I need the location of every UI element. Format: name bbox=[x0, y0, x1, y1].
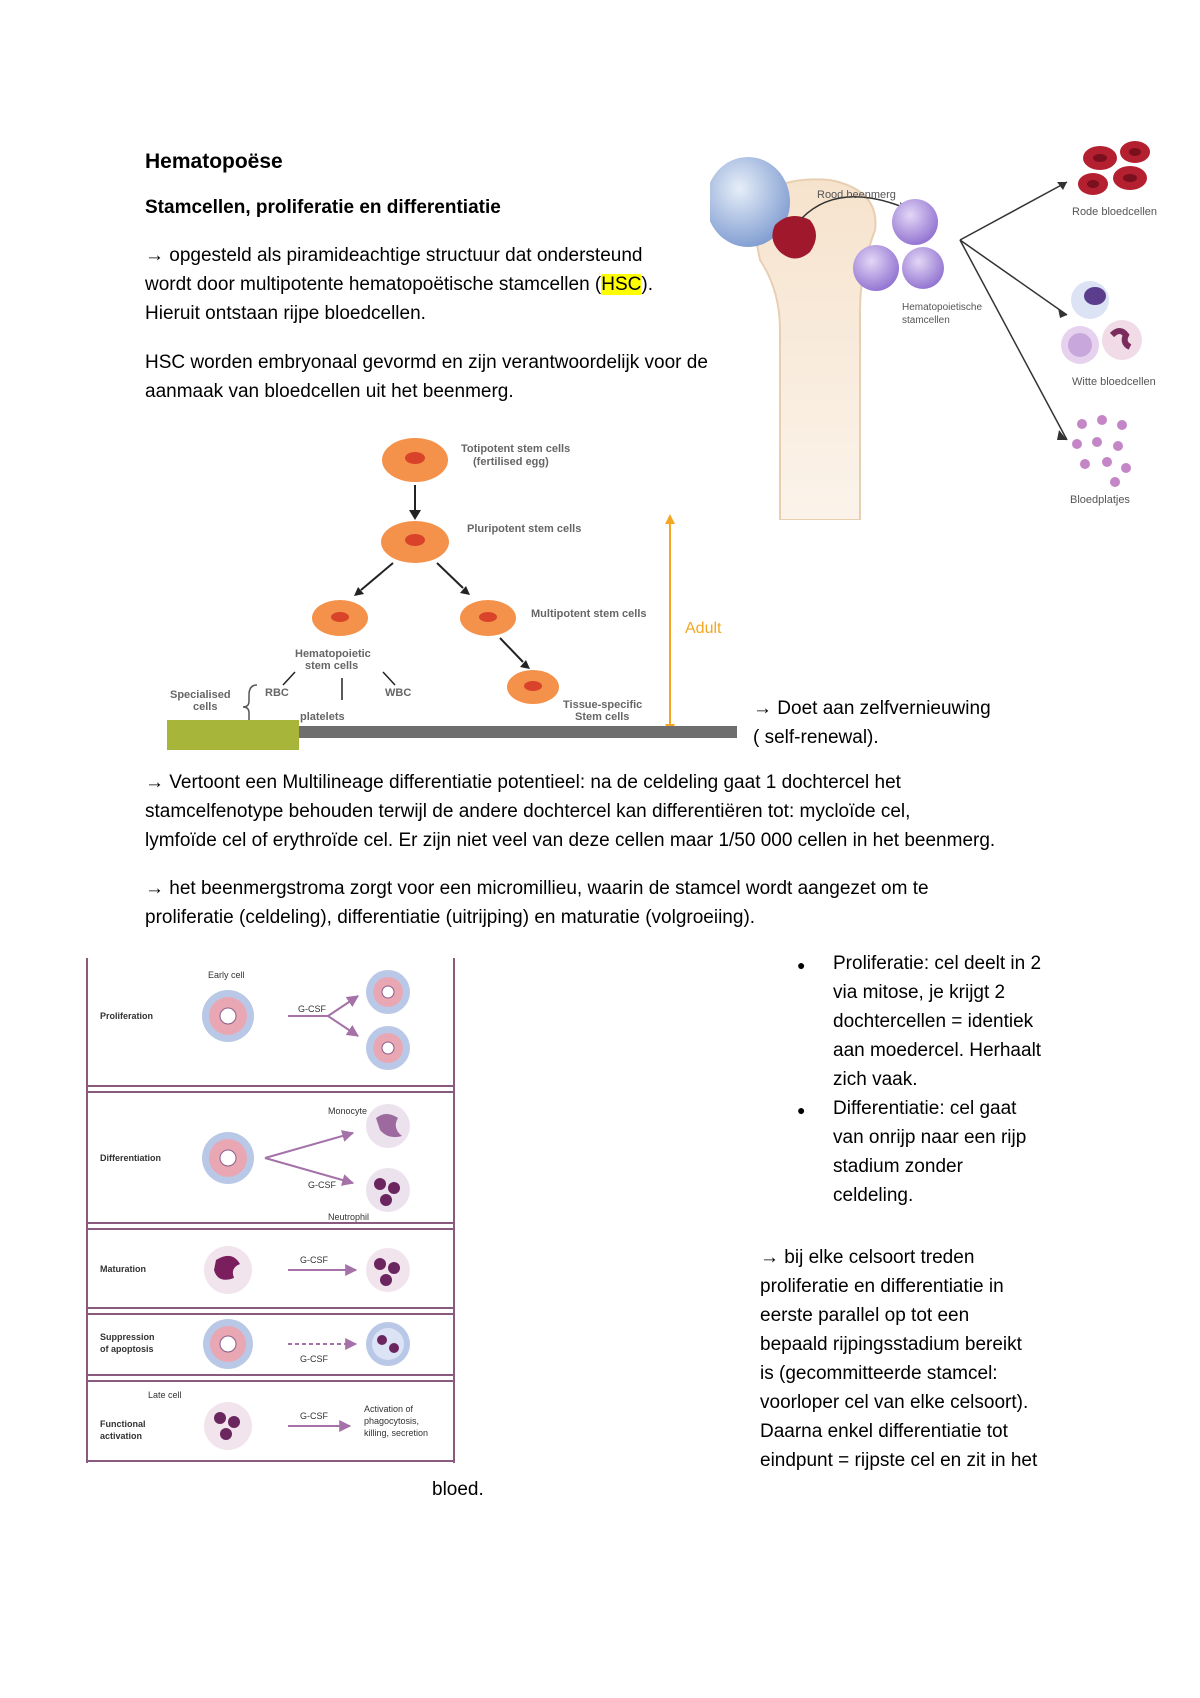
paragraph-5-line-2: proliferatie (celdeling), differentiatie… bbox=[145, 907, 756, 928]
paragraph-6-line-6: voorloper cel van elke celsoort). bbox=[760, 1392, 1029, 1413]
gcsf-figure: Proliferation Early cell G-CSF Different… bbox=[88, 970, 453, 1462]
bullet-1-line-1: Proliferatie: cel deelt in 2 bbox=[833, 953, 1042, 974]
platelets-label: Bloedplatjes bbox=[1070, 494, 1130, 506]
bone-head bbox=[710, 157, 790, 247]
marrow-label: Rood beenmerg bbox=[817, 189, 896, 201]
gcsf-label: G-CSF bbox=[300, 1255, 329, 1265]
row-label-maturation: Maturation bbox=[100, 1264, 146, 1274]
bone-marrow-figure: Rood beenmerg Hematopoietische stamcelle… bbox=[710, 141, 1157, 520]
tissue-label-2: Stem cells bbox=[575, 711, 629, 723]
arrow-icon: → bbox=[760, 1247, 779, 1268]
bullet-dot: ● bbox=[797, 1102, 806, 1118]
paragraph-6-line-1: → bij elke celsoort treden bbox=[760, 1247, 975, 1268]
gcsf-label: G-CSF bbox=[300, 1354, 329, 1364]
hsc-cell bbox=[892, 199, 938, 245]
stem-cell-pyramid-figure: Totipotent stem cells (fertilised egg) P… bbox=[167, 438, 737, 750]
hsc-highlight: HSC bbox=[601, 274, 642, 295]
rbc-label: RBC bbox=[265, 687, 289, 699]
paragraph-5-line-1: → het beenmergstroma zorgt voor een micr… bbox=[145, 878, 929, 899]
paragraph-2-line-1: HSC worden embryonaal gevormd en zijn ve… bbox=[145, 352, 708, 373]
gcsf-label: G-CSF bbox=[298, 1004, 327, 1014]
platelets bbox=[1072, 415, 1131, 487]
paragraph-1-line-2: wordt door multipotente hematopoëtische … bbox=[145, 274, 653, 295]
arrow-icon: → bbox=[145, 245, 164, 266]
gcsf-figure-frame bbox=[86, 958, 455, 1463]
green-bar bbox=[167, 720, 299, 750]
hsc-cell bbox=[902, 247, 944, 289]
white-blood-cells bbox=[1061, 281, 1142, 364]
paragraph-6-line-7: Daarna enkel differentiatie tot bbox=[760, 1421, 1008, 1442]
bullet-dot: ● bbox=[797, 957, 806, 973]
paragraph-2-line-2: aanmaak van bloedcellen uit het beenmerg… bbox=[145, 381, 514, 402]
hematopoietic-label-1: Hematopoietic bbox=[295, 648, 371, 660]
page-title: Hematopoëse bbox=[145, 150, 283, 173]
paragraph-6-line-3: eerste parallel op tot een bbox=[760, 1305, 970, 1326]
activation-label-3: killing, secretion bbox=[364, 1428, 428, 1438]
activation-label-2: phagocytosis, bbox=[364, 1416, 419, 1426]
branch-arrows bbox=[959, 181, 1068, 441]
white-cells-label: Witte bloedcellen bbox=[1072, 376, 1156, 388]
bullet-2-line-4: celdeling. bbox=[833, 1185, 914, 1206]
row-label-proliferation: Proliferation bbox=[100, 1011, 153, 1021]
row-label-functional: Functional bbox=[100, 1419, 146, 1429]
pluripotent-label: Pluripotent stem cells bbox=[467, 523, 581, 535]
row-label-apoptosis: of apoptosis bbox=[100, 1344, 154, 1354]
late-cell-label: Late cell bbox=[148, 1390, 182, 1400]
activation-label-1: Activation of bbox=[364, 1404, 414, 1414]
bullet-2-line-2: van onrijp naar een rijp bbox=[833, 1127, 1027, 1148]
wbc-label: WBC bbox=[385, 687, 411, 699]
bullet-1-line-3: dochtercellen = identiek bbox=[833, 1011, 1034, 1032]
row-label-suppression: Suppression bbox=[100, 1332, 155, 1342]
hematopoietic-label-2: stem cells bbox=[305, 660, 358, 672]
red-cells-label: Rode bloedcellen bbox=[1072, 206, 1157, 218]
red-marrow bbox=[772, 216, 816, 259]
bone-shape bbox=[748, 178, 877, 520]
grey-bar bbox=[299, 726, 737, 738]
arrow-icon: → bbox=[145, 772, 164, 793]
specialised-label-1: Specialised bbox=[170, 689, 231, 701]
paragraph-3-line-2: ( self-renewal). bbox=[753, 727, 879, 748]
bullet-1-line-4: aan moedercel. Herhaalt bbox=[833, 1040, 1042, 1061]
bullet-1-line-5: zich vaak. bbox=[833, 1069, 918, 1090]
platelets-label: platelets bbox=[300, 711, 345, 723]
gcsf-label: G-CSF bbox=[300, 1411, 329, 1421]
paragraph-4-line-2: stamcelfenotype behouden terwijl de ande… bbox=[145, 801, 911, 822]
paragraph-6-line-5: is (gecommitteerde stamcel: bbox=[760, 1363, 998, 1384]
bullet-2-line-3: stadium zonder bbox=[833, 1156, 963, 1177]
paragraph-6-line-2: proliferatie en differentiatie in bbox=[760, 1276, 1004, 1297]
paragraph-1-line-3: Hieruit ontstaan rijpe bloedcellen. bbox=[145, 303, 426, 324]
specialised-label-2: cells bbox=[193, 701, 217, 713]
paragraph-6-line-4: bepaald rijpingsstadium bereikt bbox=[760, 1334, 1022, 1355]
totipotent-label-2: (fertilised egg) bbox=[473, 456, 549, 468]
neutrophil-label: Neutrophil bbox=[328, 1212, 369, 1222]
red-blood-cells bbox=[1078, 141, 1150, 195]
hsc-label-2: stamcellen bbox=[902, 315, 950, 326]
paragraph-1-line-1: → opgesteld als piramideachtige structuu… bbox=[145, 245, 643, 266]
hsc-label-1: Hematopoietische bbox=[902, 302, 982, 313]
totipotent-label-1: Totipotent stem cells bbox=[461, 443, 570, 455]
section-subtitle: Stamcellen, proliferatie en differentiat… bbox=[145, 197, 501, 218]
tissue-label-1: Tissue-specific bbox=[563, 699, 642, 711]
row-label-differentiation: Differentiation bbox=[100, 1153, 161, 1163]
hsc-cell bbox=[853, 245, 899, 291]
monocyte-label: Monocyte bbox=[328, 1106, 367, 1116]
paragraph-4-line-3: lymfoïde cel of erythroïde cel. Er zijn … bbox=[145, 830, 996, 851]
multipotent-label: Multipotent stem cells bbox=[531, 608, 647, 620]
arrow-icon: → bbox=[753, 698, 772, 719]
paragraph-6-end: bloed. bbox=[432, 1479, 484, 1500]
early-cell-label: Early cell bbox=[208, 970, 245, 980]
marrow-arrow bbox=[801, 196, 911, 219]
row-label-activation: activation bbox=[100, 1431, 142, 1441]
gcsf-label: G-CSF bbox=[308, 1180, 337, 1190]
bullet-1-line-2: via mitose, je krijgt 2 bbox=[833, 982, 1006, 1003]
paragraph-6-line-8: eindpunt = rijpste cel en zit in het bbox=[760, 1450, 1038, 1471]
paragraph-3-line-1: → Doet aan zelfvernieuwing bbox=[753, 698, 991, 719]
arrow-icon: → bbox=[145, 878, 164, 899]
bullet-2-line-1: Differentiatie: cel gaat bbox=[833, 1098, 1017, 1119]
paragraph-4-line-1: → Vertoont een Multilineage differentiat… bbox=[145, 772, 901, 793]
adult-label: Adult bbox=[685, 620, 722, 637]
